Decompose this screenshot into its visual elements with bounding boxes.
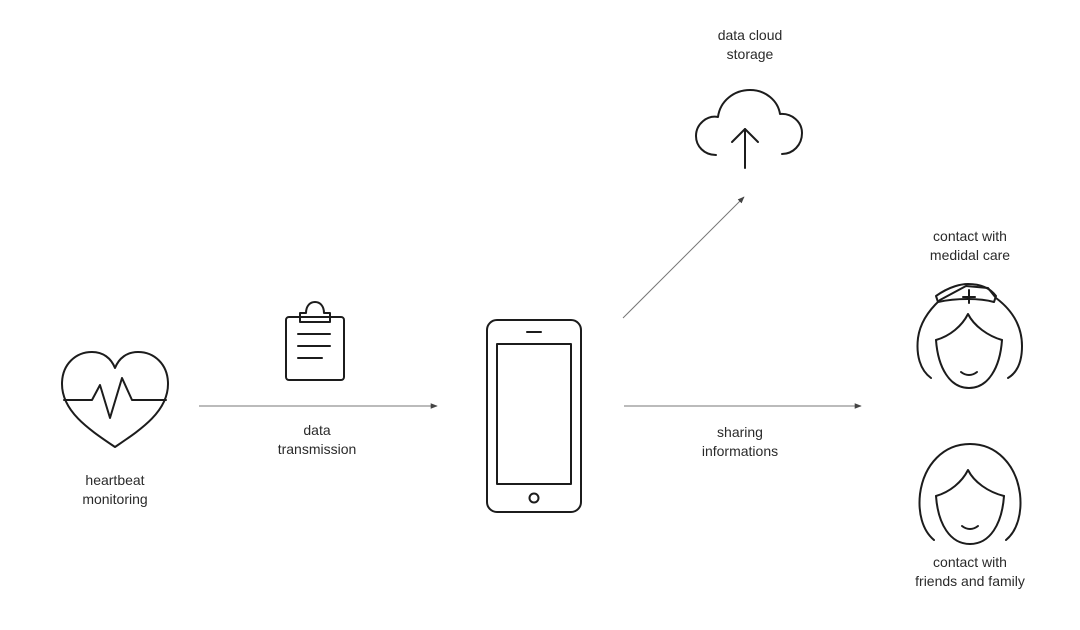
arrow-phone-to-cloud (622, 196, 745, 319)
label-line: contact with (933, 554, 1007, 570)
label-line: contact with (933, 228, 1007, 244)
label-line: transmission (277, 441, 357, 457)
label-line: monitoring (82, 491, 148, 507)
label-contact-friends-family: contact with friends and family (905, 553, 1035, 591)
label-data-cloud-storage: data cloud storage (690, 26, 810, 64)
woman-icon (918, 443, 1022, 545)
label-heartbeat-monitoring: heartbeat monitoring (60, 471, 170, 509)
label-line: informations (701, 443, 779, 459)
label-line: heartbeat (85, 472, 145, 488)
clipboard-icon (285, 301, 345, 381)
heart-pulse-icon (61, 351, 169, 448)
label-line: data cloud (717, 27, 783, 43)
nurse-icon (916, 283, 1023, 389)
label-data-transmission: data transmission (257, 421, 377, 459)
label-line: medidal care (929, 247, 1011, 263)
smartphone-icon (486, 319, 582, 513)
label-line: data (303, 422, 331, 438)
label-sharing-informations: sharing informations (680, 423, 800, 461)
label-line: sharing (717, 424, 763, 440)
label-line: friends and family (915, 573, 1025, 589)
label-line: storage (726, 46, 774, 62)
cloud-upload-icon (695, 89, 803, 169)
label-contact-medical-care: contact with medidal care (910, 227, 1030, 265)
